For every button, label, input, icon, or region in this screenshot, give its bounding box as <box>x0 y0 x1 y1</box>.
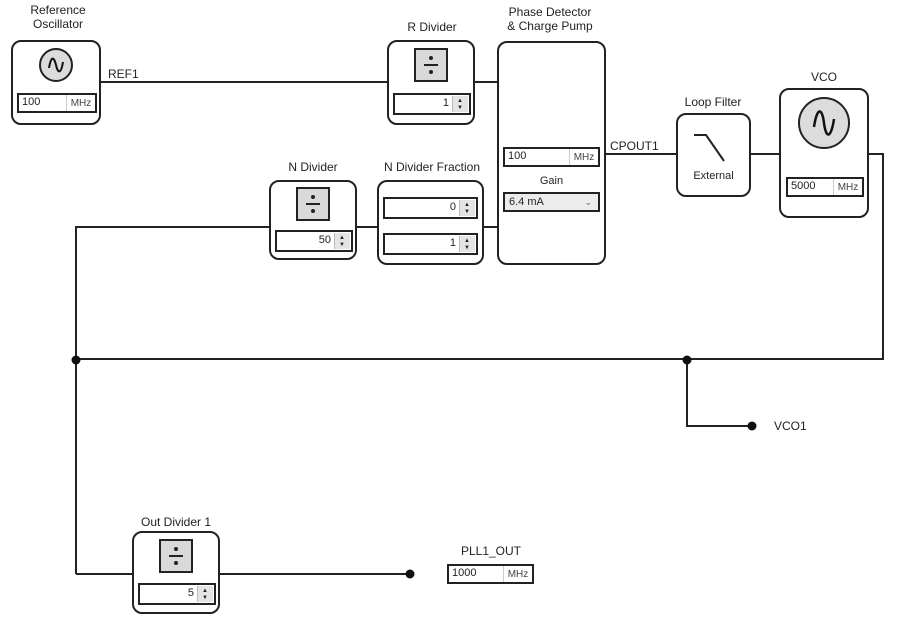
junction-dot <box>682 355 692 365</box>
n-divider-title: N Divider <box>288 160 338 174</box>
pfd-title-line1: Phase Detector <box>508 5 592 19</box>
chevron-down-icon: ⌄ <box>584 197 592 207</box>
vco-freq-field[interactable]: 5000 MHz <box>786 177 864 197</box>
ref-osc-title: Reference Oscillator <box>10 3 106 31</box>
pll-out-terminal-dot <box>405 569 415 579</box>
gain-label: Gain <box>539 175 564 187</box>
n-fraction-numerator-value[interactable]: 0 <box>449 201 456 213</box>
spin-arrows-icon[interactable]: ▲▼ <box>197 586 213 602</box>
divide-icon <box>414 48 448 82</box>
ref-freq-unit: MHz <box>66 95 95 111</box>
pll-out-freq-field[interactable]: 1000 MHz <box>447 564 534 584</box>
ref-osc-block[interactable]: 100 MHz <box>11 40 101 125</box>
n-divider-block[interactable]: 50 ▲▼ <box>269 180 357 260</box>
sine-wave-icon <box>39 48 73 82</box>
spin-arrows-icon[interactable]: ▲▼ <box>459 200 475 216</box>
ref1-net-label: REF1 <box>108 67 139 81</box>
loop-filter-block[interactable]: External <box>676 113 751 197</box>
vco1-net-label: VCO1 <box>774 419 807 433</box>
vco1-terminal-dot <box>747 421 757 431</box>
ref-osc-title-line2: Oscillator <box>32 17 83 31</box>
pll-out-freq-value: 1000 <box>452 567 477 579</box>
n-fraction-title: N Divider Fraction <box>383 160 481 174</box>
cpout1-net-label: CPOUT1 <box>610 139 659 153</box>
pfd-freq-unit: MHz <box>569 149 598 165</box>
pfd-title-line2: & Charge Pump <box>507 19 593 33</box>
n-divider-spinner[interactable]: 50 ▲▼ <box>275 230 353 252</box>
pll-out-freq-unit: MHz <box>503 566 532 582</box>
vco-freq-unit: MHz <box>833 179 862 195</box>
junction-dot <box>71 355 81 365</box>
loop-filter-mode: External <box>693 170 734 182</box>
loop-filter-title: Loop Filter <box>684 95 742 109</box>
wire-feedback-ndiv <box>75 226 270 574</box>
spin-arrows-icon[interactable]: ▲▼ <box>459 236 475 252</box>
r-divider-value[interactable]: 1 <box>442 97 449 109</box>
out-divider-spinner[interactable]: 5 ▲▼ <box>138 583 216 605</box>
n-fraction-numerator-spinner[interactable]: 0 ▲▼ <box>383 197 478 219</box>
divide-icon <box>159 539 193 573</box>
pfd-freq-field[interactable]: 100 MHz <box>503 147 600 167</box>
pfd-freq-value[interactable]: 100 <box>508 150 527 162</box>
r-divider-title: R Divider <box>407 20 457 34</box>
divide-icon <box>296 187 330 221</box>
pfd-block[interactable]: 100 MHz Gain 6.4 mA ⌄ <box>497 41 606 265</box>
ref-freq-field[interactable]: 100 MHz <box>17 93 97 113</box>
ref-osc-title-line1: Reference <box>30 3 86 17</box>
gain-select[interactable]: 6.4 mA ⌄ <box>503 192 600 212</box>
n-fraction-denominator-value[interactable]: 1 <box>449 237 456 249</box>
out-divider-title: Out Divider 1 <box>140 515 212 529</box>
r-divider-spinner[interactable]: 1 ▲▼ <box>393 93 471 115</box>
out-divider-value[interactable]: 5 <box>187 587 194 599</box>
vco-block[interactable]: 5000 MHz <box>779 88 869 218</box>
lowpass-filter-icon <box>694 134 725 162</box>
ref-freq-value[interactable]: 100 <box>22 96 41 108</box>
n-fraction-denominator-spinner[interactable]: 1 ▲▼ <box>383 233 478 255</box>
wire-vco-feedback <box>76 153 884 360</box>
n-divider-value[interactable]: 50 <box>318 234 331 246</box>
wire-vco1 <box>686 359 752 427</box>
r-divider-block[interactable]: 1 ▲▼ <box>387 40 475 125</box>
out-divider-block[interactable]: 5 ▲▼ <box>132 531 220 614</box>
gain-value: 6.4 mA <box>509 196 544 208</box>
pfd-title: Phase Detector & Charge Pump <box>492 5 608 33</box>
n-fraction-block[interactable]: 0 ▲▼ 1 ▲▼ <box>377 180 484 265</box>
pll-out-title: PLL1_OUT <box>460 544 522 558</box>
spin-arrows-icon[interactable]: ▲▼ <box>334 233 350 249</box>
vco-title: VCO <box>810 70 837 84</box>
spin-arrows-icon[interactable]: ▲▼ <box>452 96 468 112</box>
vco-freq-value[interactable]: 5000 <box>791 180 816 192</box>
sine-wave-icon <box>798 97 850 149</box>
